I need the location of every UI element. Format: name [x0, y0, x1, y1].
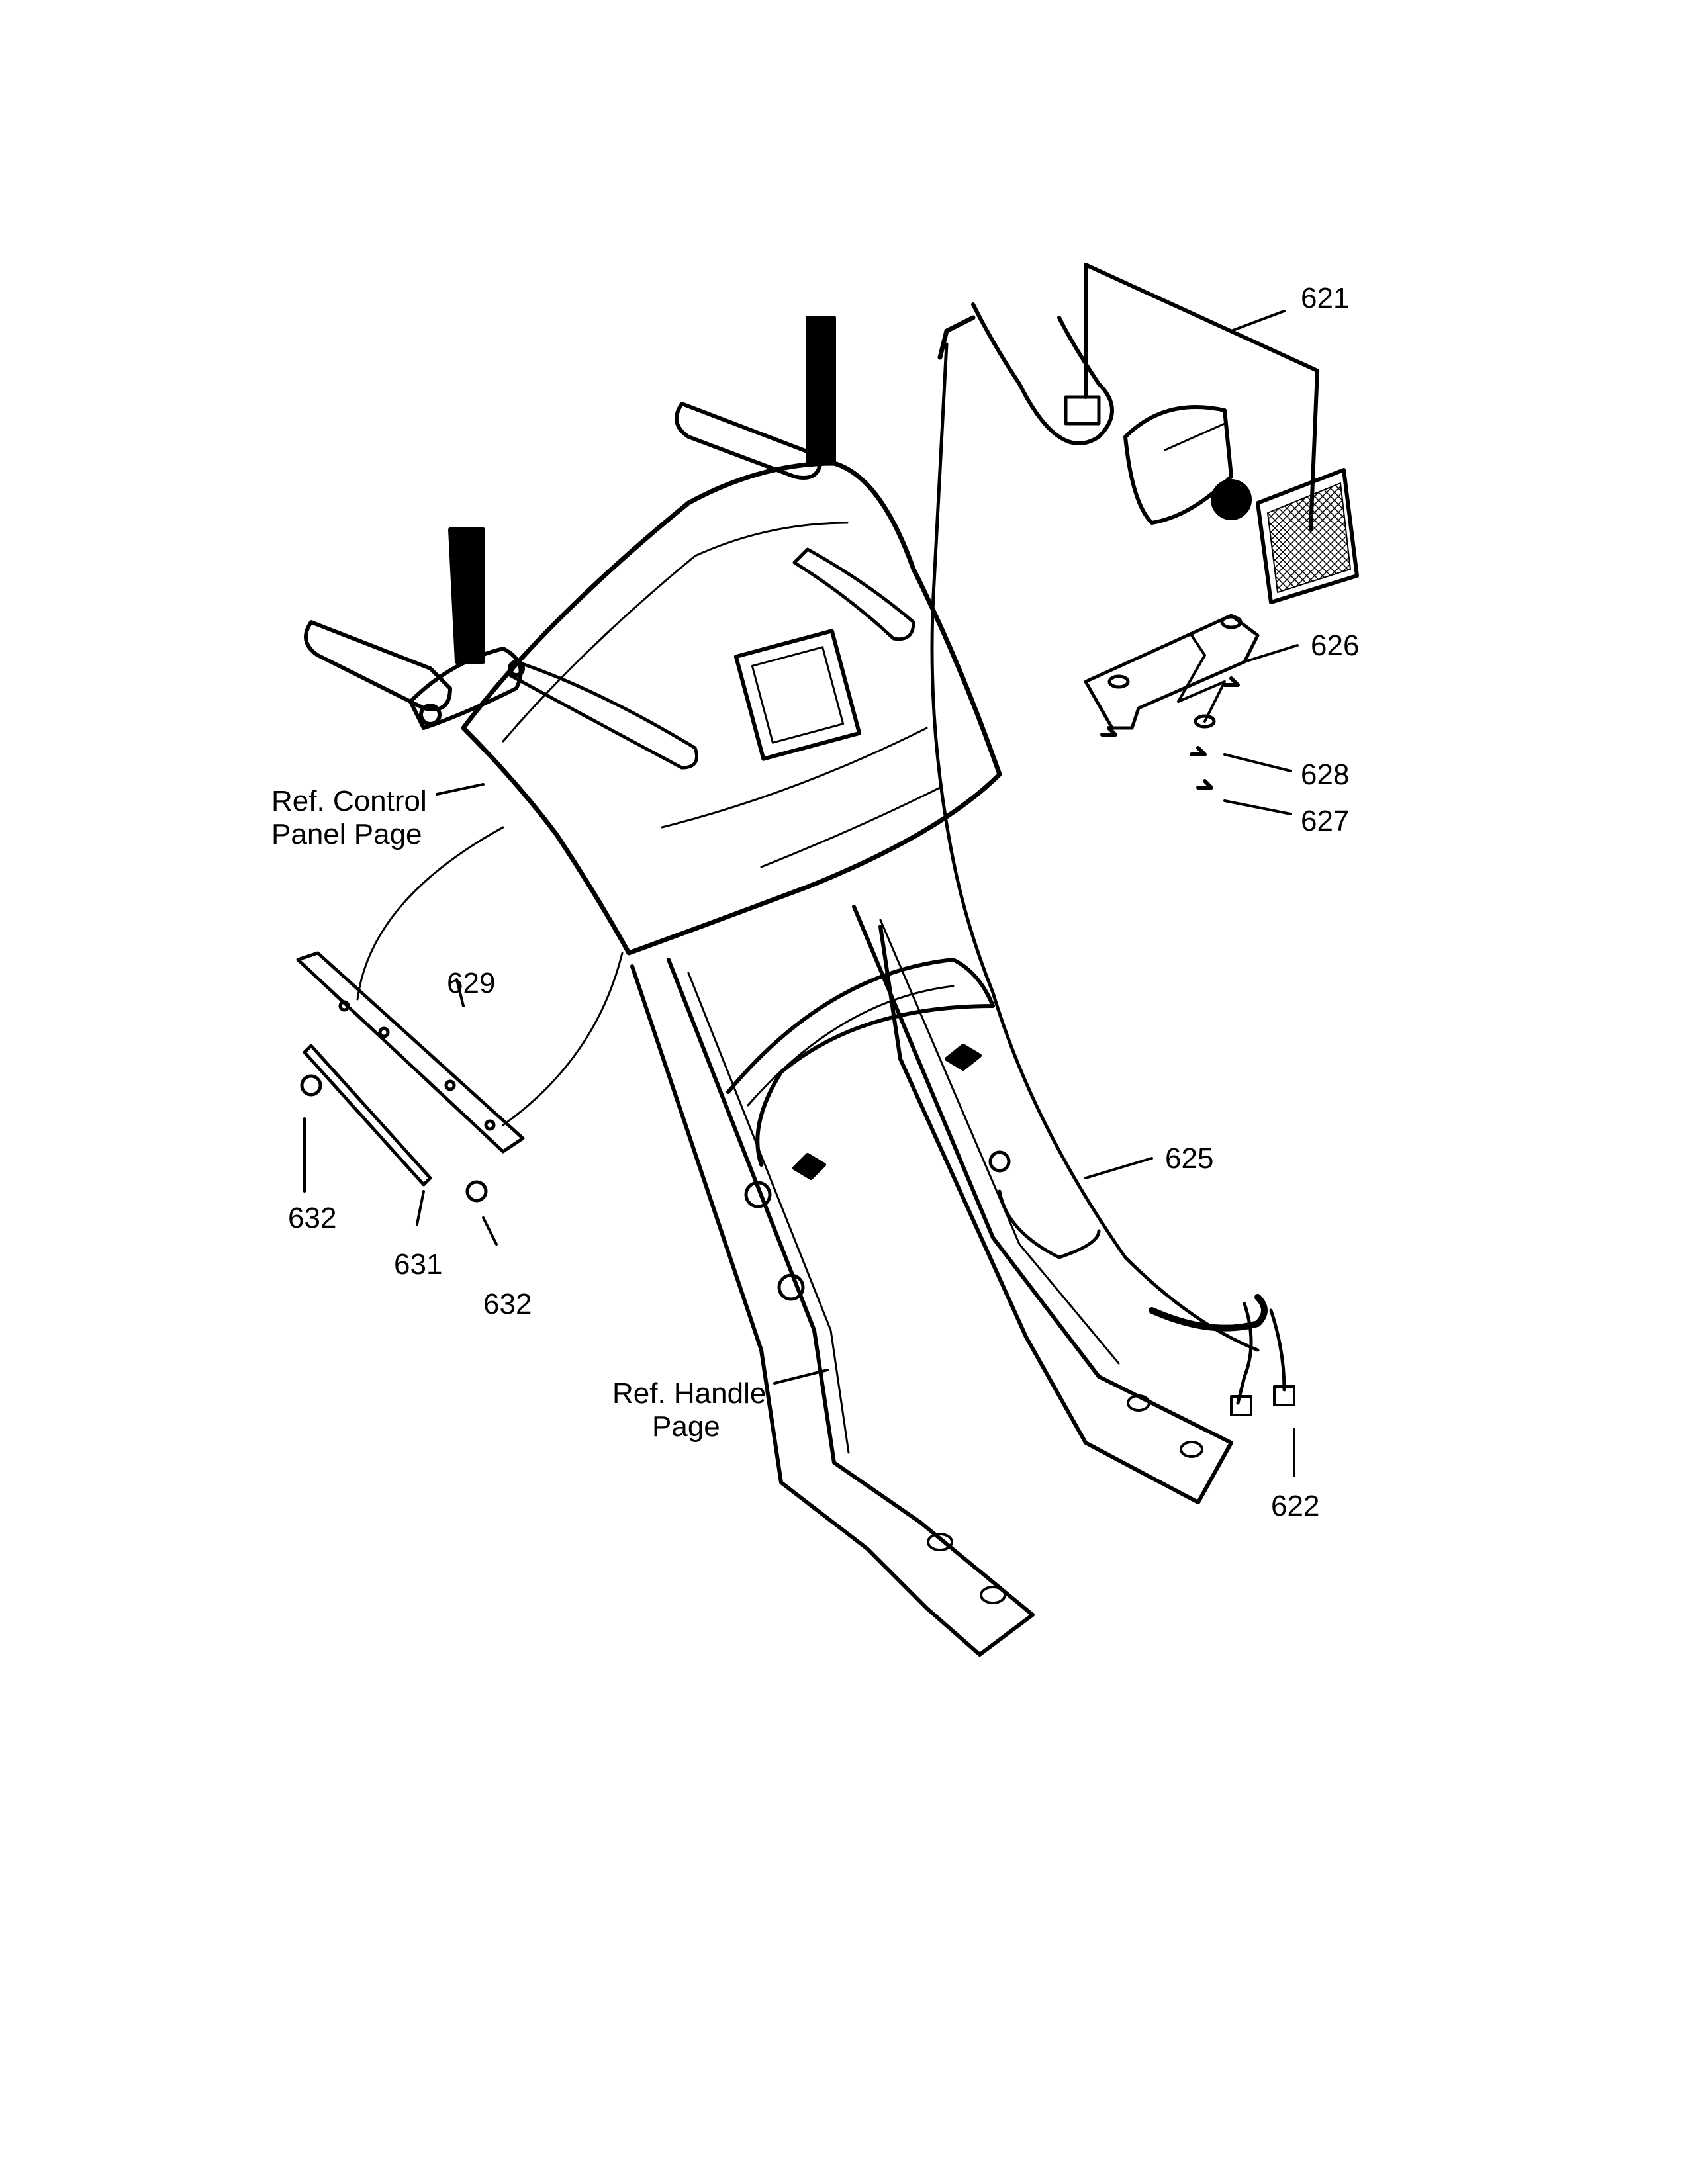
label-629: 629 — [447, 967, 495, 999]
label-621: 621 — [1301, 282, 1349, 314]
leader-lines — [303, 310, 1299, 1477]
label-628: 628 — [1301, 758, 1349, 791]
label-631: 631 — [394, 1248, 442, 1281]
wiring-harness — [998, 1189, 1295, 1416]
labels: 621 626 628 627 625 622 629 632 631 632 … — [271, 282, 1359, 1522]
headlight-assembly — [930, 263, 1359, 1352]
handle-grips — [304, 316, 836, 730]
label-622: 622 — [1271, 1490, 1319, 1522]
ref-handle-line1: Ref. Handle — [612, 1377, 766, 1410]
ref-control-panel-line2: Panel Page — [271, 818, 422, 850]
label-632-left: 632 — [288, 1202, 336, 1234]
label-627: 627 — [1301, 805, 1349, 837]
lamp-bracket — [1084, 614, 1260, 790]
plate-assembly — [296, 826, 624, 1203]
control-panel-cover — [461, 461, 1002, 956]
label-625: 625 — [1165, 1142, 1213, 1175]
label-632-right: 632 — [483, 1288, 532, 1320]
ref-handle-line2: Page — [652, 1410, 720, 1443]
ref-control-panel-line1: Ref. Control — [271, 785, 427, 817]
handle-frame — [630, 905, 1233, 1657]
label-626: 626 — [1311, 629, 1359, 662]
